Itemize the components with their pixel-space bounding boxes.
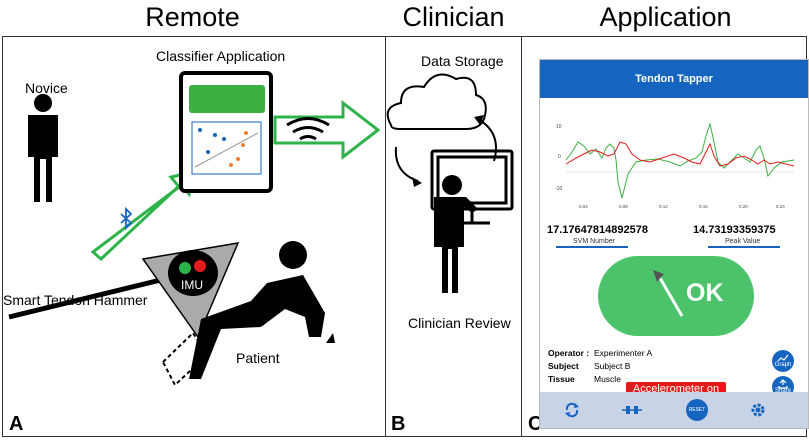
novice-person-icon (28, 94, 58, 202)
x-tick: 0.08 (619, 204, 628, 209)
x-tick: 0.20 (739, 204, 748, 209)
panel-remote: Novice Classifier Application Smart Tend… (2, 36, 386, 437)
sync-icon[interactable] (564, 402, 580, 418)
x-tick: 0.16 (699, 204, 708, 209)
peak-value: 14.73193359375 (693, 224, 776, 236)
bluetooth-arrow-icon (90, 170, 195, 262)
share-button-label: Share (774, 388, 791, 394)
header-application: Application (599, 2, 732, 32)
share-icon (778, 379, 788, 389)
graph-button[interactable]: Graph (772, 350, 794, 372)
red-signal-line (565, 141, 795, 167)
y-tick: 0 (558, 154, 561, 160)
operator-row: Operator : Experimenter A (548, 348, 652, 358)
header-clinician: Clinician (402, 2, 505, 32)
clinician-person-icon (434, 175, 478, 293)
reset-button[interactable]: RESET (686, 399, 708, 421)
ok-label: OK (686, 279, 724, 307)
peak-value-label: Peak Value (725, 238, 761, 245)
novice-label: Novice (25, 80, 68, 96)
y-tick: -10 (555, 186, 562, 192)
green-signal-line (565, 122, 795, 199)
patient-label: Patient (236, 350, 280, 366)
y-tick: 10 (556, 124, 562, 130)
bluetooth-icon (120, 206, 133, 231)
subject-row: Subject Subject B (548, 361, 630, 371)
svm-number-value: 17.17647814892578 (547, 224, 648, 236)
data-storage-label: Data Storage (421, 53, 504, 69)
classifier-app-label: Classifier Application (156, 48, 286, 64)
remote-illustration: IMU (8, 71, 381, 387)
panel-application: C Tendon Tapper 10 0 -10 0.04 0.08 0.12 … (521, 36, 809, 437)
graph-button-label: Graph (774, 361, 792, 368)
clinician-review-label: Clinician Review (408, 315, 511, 331)
phone-screen: Tendon Tapper 10 0 -10 0.04 0.08 0.12 0.… (539, 59, 809, 429)
peak-underline (708, 246, 780, 248)
x-tick: 0.04 (579, 204, 588, 209)
cloud-icon (386, 73, 487, 130)
tissue-row: Tissue Muscle (548, 374, 621, 384)
imu-text: IMU (181, 278, 203, 292)
wifi-arrow-icon (273, 99, 381, 161)
bottom-toolbar: RESET (540, 392, 808, 428)
patient-person-icon (189, 241, 335, 379)
tablet-icon (179, 71, 273, 193)
download-arrow-icon (394, 146, 419, 182)
knee-strike-marker (161, 331, 209, 387)
wifi-icon (286, 117, 330, 141)
panel-letter-a: A (9, 413, 24, 435)
header-remote: Remote (145, 2, 240, 32)
connect-icon[interactable] (622, 404, 642, 416)
svm-underline (556, 246, 628, 248)
x-tick: 0.12 (659, 204, 668, 209)
operator-value: Experimenter A (594, 348, 653, 358)
settings-gear-icon[interactable] (750, 402, 766, 418)
ok-status-button[interactable]: OK (598, 256, 754, 336)
graph-icon (777, 354, 789, 361)
subject-value: Subject B (594, 361, 631, 371)
svm-number-label: SVM Number (573, 238, 616, 245)
hammer-icon: IMU (8, 242, 240, 339)
clinician-illustration (386, 73, 514, 293)
x-tick: 0.24 (776, 204, 785, 209)
subject-label: Subject (548, 361, 579, 371)
panel-letter-c: C (528, 413, 543, 435)
tissue-value: Muscle (594, 374, 621, 384)
app-title: Tendon Tapper (540, 60, 808, 98)
panel-clinician: Data Storage Clinician Review B (385, 36, 522, 437)
gauge-needle-icon (653, 270, 684, 317)
panel-letter-b: B (391, 413, 406, 435)
tissue-label: Tissue (548, 374, 575, 384)
signal-chart: 10 0 -10 0.04 0.08 0.12 0.16 0.20 0.24 (544, 102, 804, 214)
operator-label: Operator : (548, 348, 590, 358)
